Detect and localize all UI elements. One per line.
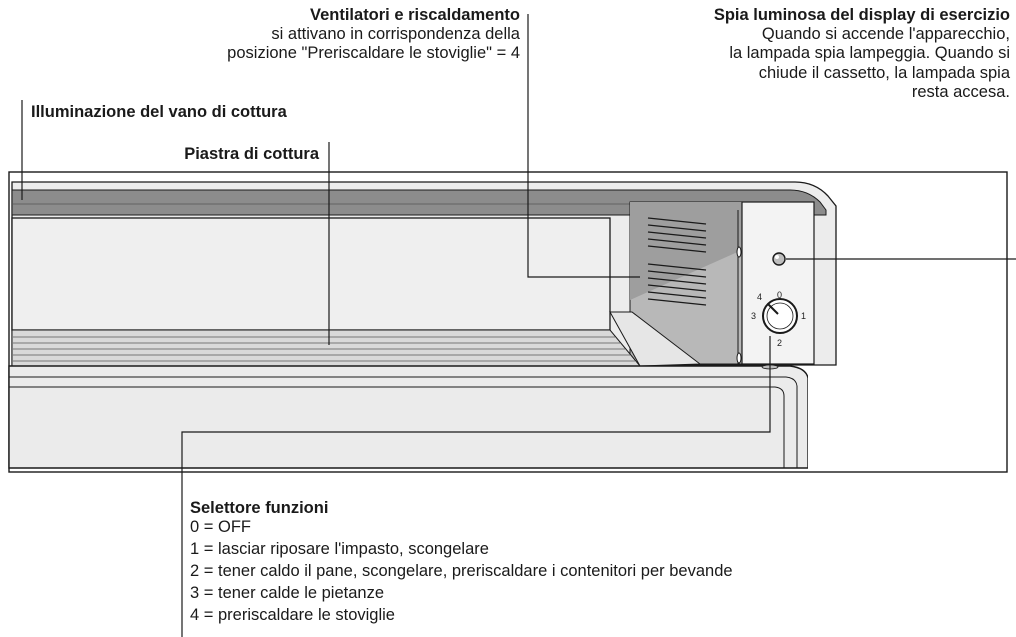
indicator-callout-line3: chiude il cassetto, la lampada spia bbox=[758, 64, 1010, 82]
plate-callout-title: Piastra di cottura bbox=[184, 145, 319, 163]
leader-selector bbox=[181, 336, 771, 637]
indicator-callout-line1: Quando si accende l'apparecchio, bbox=[761, 25, 1010, 43]
drawer-front bbox=[8, 365, 809, 469]
dial-label-3: 3 bbox=[751, 311, 756, 321]
selector-option-3: 3 = tener calde le pietanze bbox=[190, 584, 385, 602]
selector-option-1: 1 = lasciar riposare l'impasto, scongela… bbox=[190, 540, 489, 558]
fans-callout-line1: si attivano in corrispondenza della bbox=[271, 25, 520, 43]
selector-option-2: 2 = tener caldo il pane, scongelare, pre… bbox=[190, 562, 733, 580]
fan-vents bbox=[647, 217, 707, 306]
hinge-bottom bbox=[736, 352, 742, 364]
dial-label-4: 4 bbox=[757, 292, 762, 302]
knob-pointer bbox=[767, 303, 779, 315]
indicator-callout-line2: la lampada spia lampeggia. Quando si bbox=[729, 44, 1010, 62]
indicator-callout-title: Spia luminosa del display di esercizio bbox=[713, 6, 1010, 24]
indicator-lamp bbox=[772, 252, 786, 266]
dial-label-2: 2 bbox=[777, 338, 782, 348]
indicator-callout-line4: resta accesa. bbox=[911, 83, 1010, 101]
selector-option-4: 4 = preriscaldare le stoviglie bbox=[190, 606, 395, 624]
fans-callout-line2: posizione "Preriscaldare le stoviglie" =… bbox=[227, 44, 520, 62]
selector-option-0: 0 = OFF bbox=[190, 518, 251, 536]
hinge-top bbox=[736, 246, 742, 258]
lighting-strip bbox=[11, 189, 827, 216]
leader-fans bbox=[527, 14, 640, 278]
control-panel bbox=[741, 201, 815, 365]
drawer-panel bbox=[11, 217, 611, 331]
cooking-plate bbox=[11, 329, 642, 367]
dial-label-1: 1 bbox=[801, 311, 806, 321]
selector-callout-title: Selettore funzioni bbox=[190, 499, 329, 517]
fans-callout-title: Ventilatori e riscaldamento bbox=[310, 6, 520, 24]
leader-lines bbox=[21, 14, 1016, 637]
dial-label-0: 0 bbox=[777, 290, 782, 300]
lighting-callout-title: Illuminazione del vano di cottura bbox=[31, 103, 287, 121]
